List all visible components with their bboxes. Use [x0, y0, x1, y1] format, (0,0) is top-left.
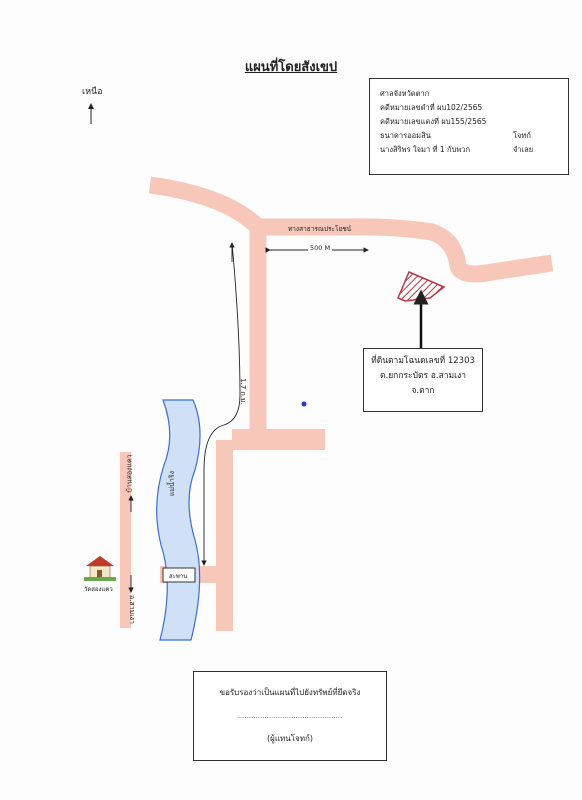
road-south [216, 440, 233, 631]
parcel-deed-number: ที่ดินตามโฉนดเลขที่ 12303 [371, 356, 475, 366]
main-road-top [148, 176, 267, 440]
district-south-label: อ.สามเงา [128, 595, 136, 624]
river-label: แม่น้ำริง [168, 470, 177, 497]
red-case-number: คดีหมายเลขแดงที่ ผบ155/2565 [380, 117, 487, 126]
parcel-location: ต.ยกกระบัตร อ.สามเงา [379, 371, 466, 381]
bridge [162, 567, 196, 583]
certification-text: ขอรับรองว่าเป็นแผนที่ไปยังทรัพย์ที่ยึดจร… [219, 688, 361, 697]
parcel-info-box: ที่ดินตามโฉนดเลขที่ 12303 ต.ยกกระบัตร อ.… [363, 348, 483, 412]
signer-title: (ผู้แทนโจทก์) [267, 734, 313, 743]
road-label: ทางสาธารณประโยชน์ [288, 225, 352, 233]
court-name: ศาลจังหวัดตาก [380, 89, 430, 98]
map-title: แผนที่โดยสังเขป [244, 60, 338, 75]
distance-500-label: 500 M [308, 244, 333, 252]
plaintiff-role: โจทก์ [513, 131, 531, 140]
temple-icon [84, 556, 116, 581]
distance-17-label: 1.7 ก.ม. [238, 378, 247, 405]
road-junction-block [232, 429, 325, 450]
temple-label: วัดสองแคว [84, 586, 113, 593]
parcel-province: จ.ตาก [411, 386, 435, 396]
route-17km-line [201, 242, 241, 566]
black-case-number: คดีหมายเลขดำที่ ผบ102/2565 [380, 103, 483, 112]
bridge-label: สะพาน [169, 573, 188, 580]
public-road [258, 218, 554, 283]
map-dot [301, 401, 307, 407]
case-info-box: ศาลจังหวัดตาก คดีหมายเลขดำที่ ผบ102/2565… [369, 78, 569, 175]
plaintiff-name: ธนาคารออมสิน [380, 131, 431, 140]
north-label: เหนือ [82, 87, 103, 97]
village-road [120, 452, 131, 628]
river [156, 399, 201, 641]
signature-line: ........................................… [237, 712, 343, 720]
defendant-name: นางสิริพร ใจมา ที่ 1 กับพวก [380, 145, 471, 154]
village-north-label: บ้านสองแคว [125, 454, 134, 493]
defendant-role: จำเลย [513, 145, 534, 154]
certification-box: ขอรับรองว่าเป็นแผนที่ไปยังทรัพย์ที่ยึดจร… [193, 671, 387, 761]
